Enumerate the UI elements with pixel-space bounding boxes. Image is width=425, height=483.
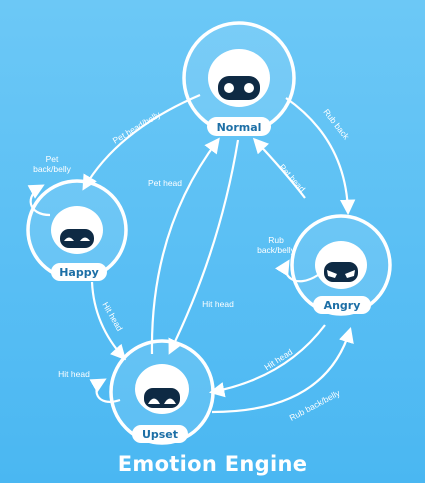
state-pill [207, 117, 271, 136]
arrow-normal-to-angry [285, 97, 356, 216]
state-pill [132, 425, 188, 443]
label-angry-self-line2: back/belly [257, 245, 296, 255]
robot-neutral-icon [208, 49, 270, 107]
arrow-happy-self-loop [27, 184, 51, 217]
state-label-normal: Normal [217, 121, 262, 134]
arrow-upset-to-normal [150, 137, 220, 355]
state-angry: Angry [290, 214, 392, 316]
arrow-upset-self-loop [89, 378, 121, 403]
label-upset-to-normal: Pet head [148, 178, 182, 188]
arrow-angry-self-loop [274, 259, 319, 283]
label-upset-self: Hit head [58, 369, 90, 379]
state-label-upset: Upset [142, 428, 178, 441]
robot-angry-icon [315, 241, 367, 289]
label-happy-self-line2: back/belly [33, 164, 72, 174]
robot-smiling-icon [51, 206, 103, 254]
label-normal-to-happy: Pet head/belly [111, 109, 163, 146]
arrow-upset-to-angry [211, 327, 354, 414]
label-angry-self-line1: Rub [268, 235, 284, 245]
state-pill [51, 263, 107, 281]
arrow-normal-to-happy [82, 93, 201, 191]
state-label-angry: Angry [324, 299, 361, 312]
state-pill [313, 296, 371, 314]
state-happy: Happy [26, 179, 128, 281]
label-happy-self-line1: Pet [46, 154, 59, 164]
state-upset: Upset [109, 339, 215, 445]
label-angry-to-normal: Pet head [277, 162, 307, 194]
arrow-normal-to-upset [168, 139, 240, 355]
label-upset-to-angry: Rub back/belly [288, 388, 343, 423]
arrow-happy-to-upset [90, 281, 127, 361]
state-normal: Normal [182, 21, 296, 136]
state-label-happy: Happy [59, 266, 99, 279]
arrow-angry-to-upset [208, 324, 326, 398]
diagram-title: Emotion Engine [117, 452, 308, 476]
robot-sad-icon [135, 364, 189, 414]
arrow-angry-to-normal [252, 137, 306, 199]
label-normal-to-upset: Hit head [202, 299, 234, 309]
